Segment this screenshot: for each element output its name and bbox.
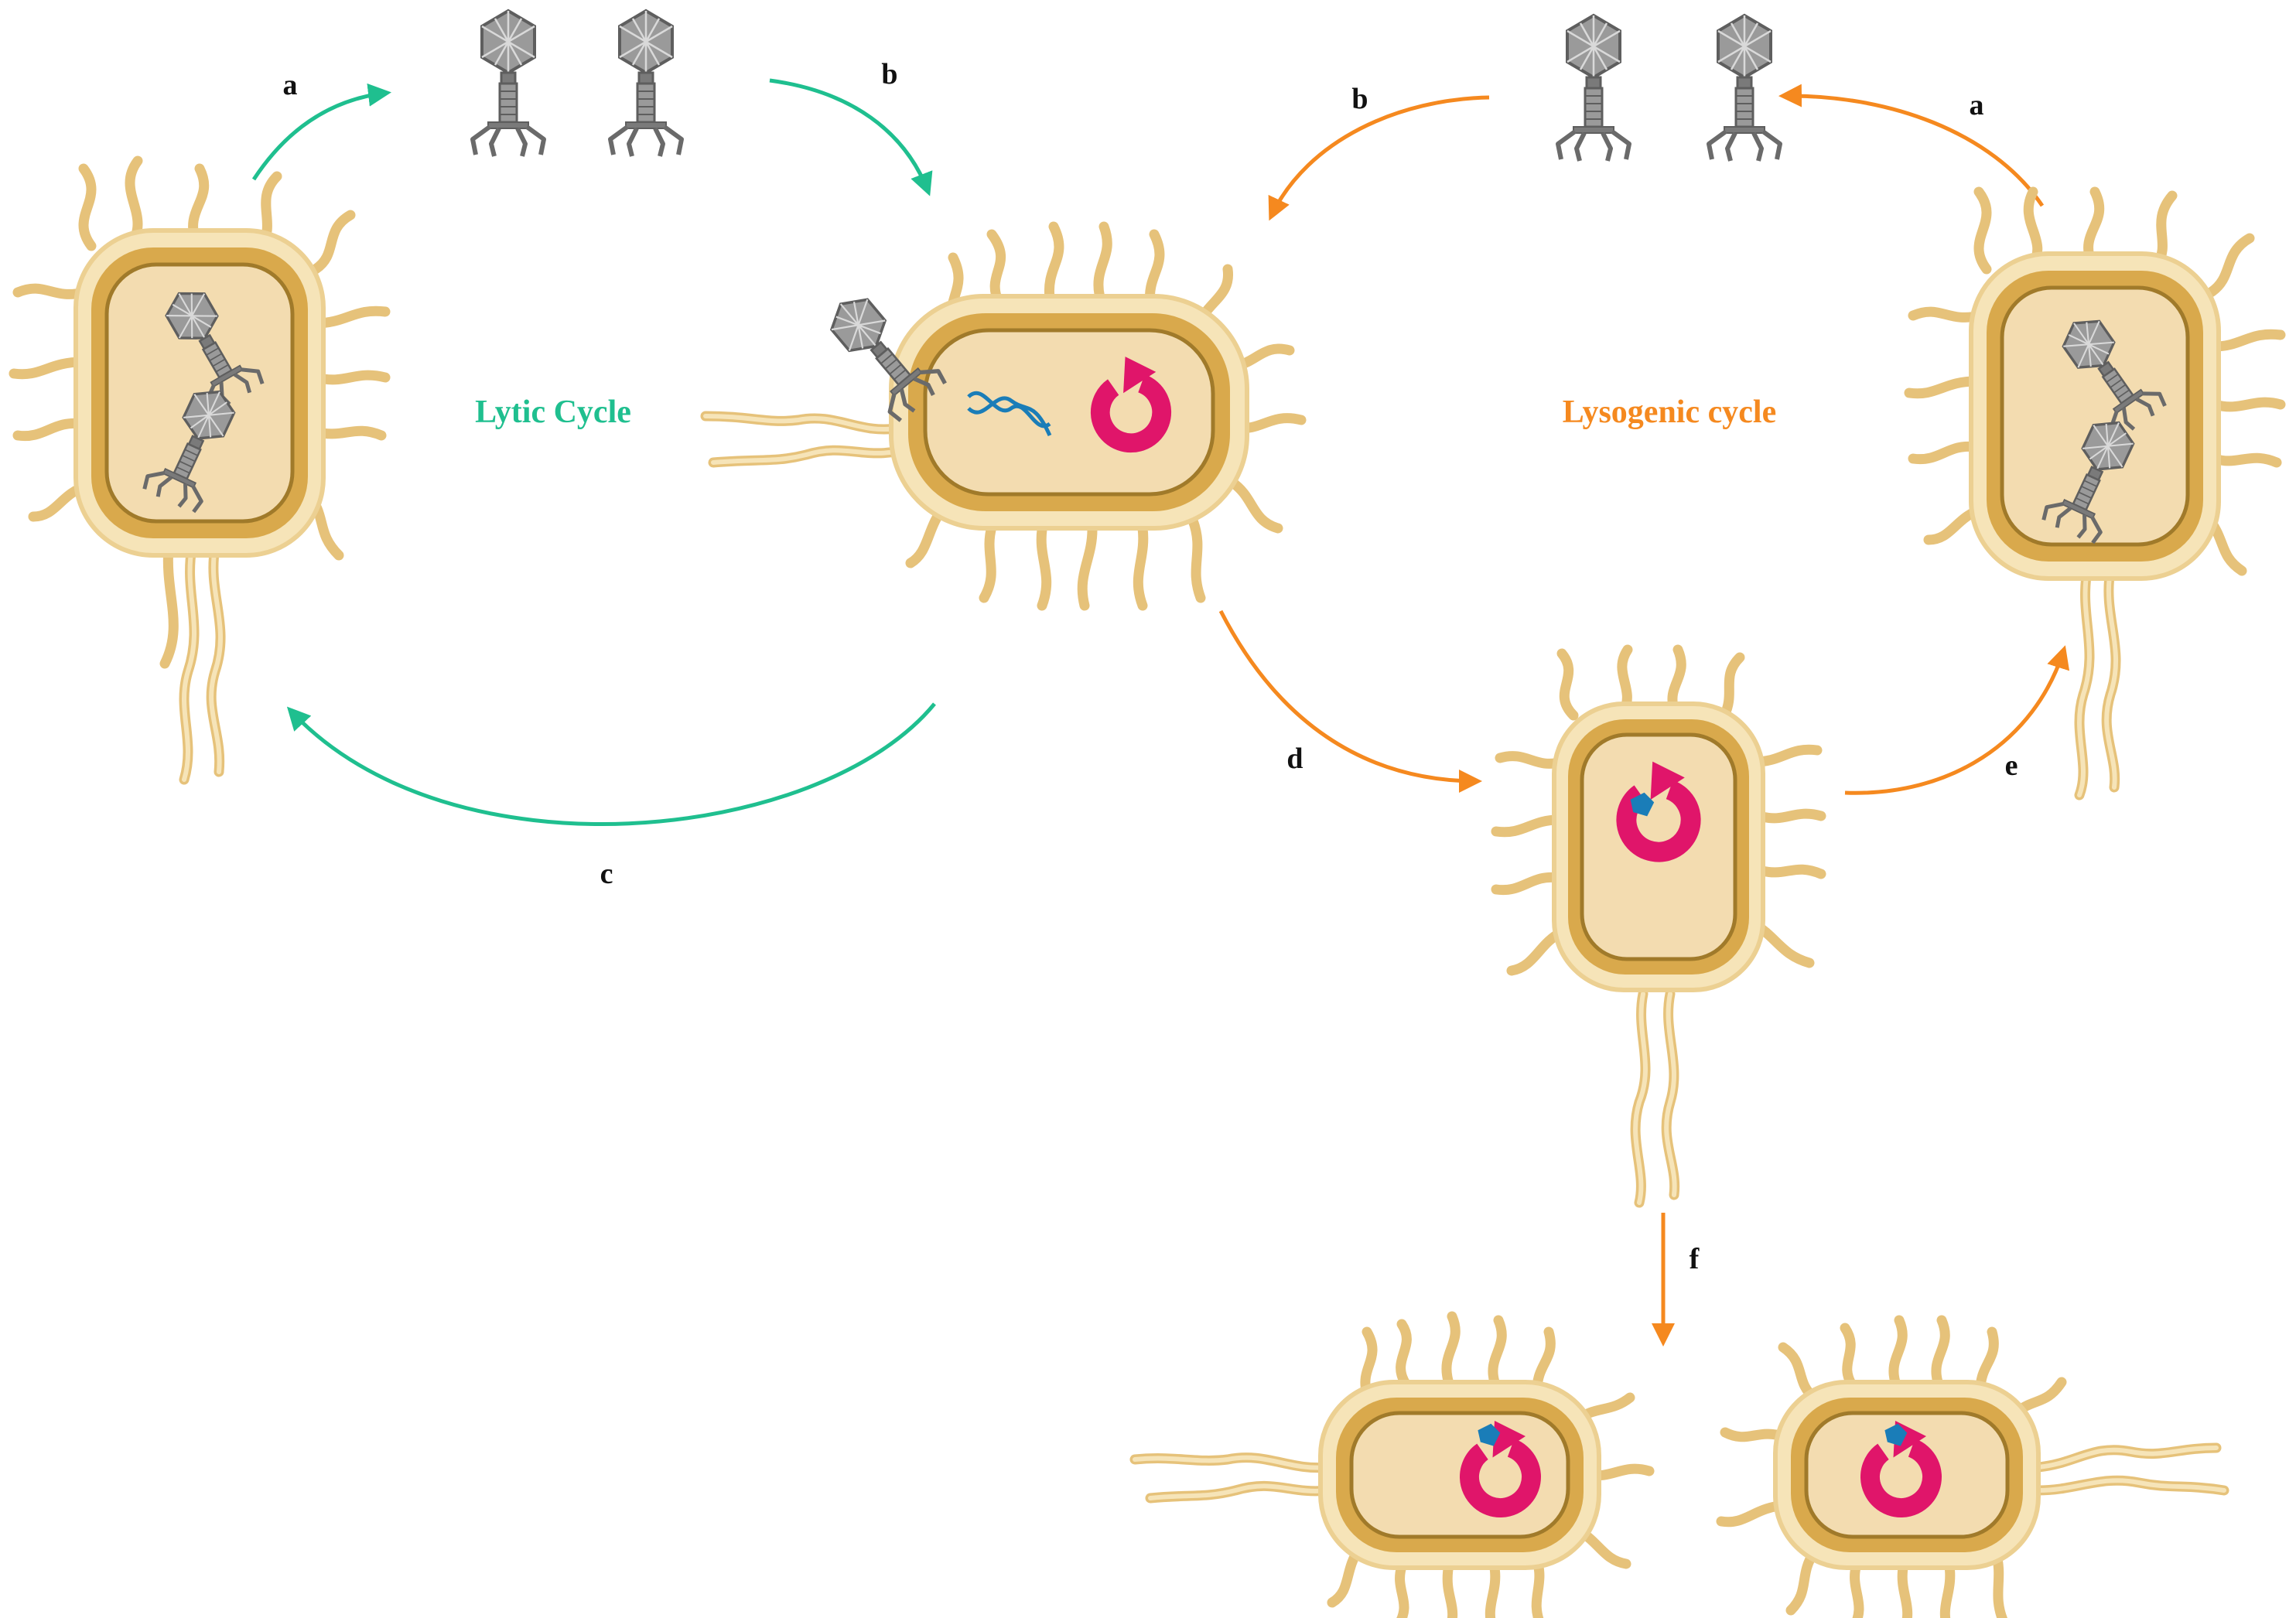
flagella xyxy=(1904,186,2286,800)
lysogenic-cycle-title: Lysogenic cycle xyxy=(1563,394,1776,430)
step-label-lyso-b: b xyxy=(1351,83,1368,115)
lyso-arrow-d xyxy=(1218,609,1482,793)
bacterium-lytic-burst xyxy=(9,155,391,785)
step-label-lyso-f: f xyxy=(1690,1243,1700,1275)
lyso-arrow-a xyxy=(1778,84,2045,207)
bacteriophage-icon xyxy=(473,11,544,156)
viral-dna-helix-icon xyxy=(967,391,1052,437)
bacterium-lysogen xyxy=(1491,644,1826,1208)
flagella xyxy=(9,155,391,785)
free-phages-lysogenic xyxy=(1558,15,1780,161)
lytic-arrow-c xyxy=(286,702,936,827)
bacterium-daughter-right xyxy=(1716,1315,2229,1618)
lyso-arrow-b xyxy=(1268,95,1490,221)
bacterium-lysogenic-burst xyxy=(1904,186,2286,800)
free-phages-lytic xyxy=(473,11,682,156)
step-label-lyso-a: a xyxy=(1970,89,1984,121)
lytic-arrow-b xyxy=(769,78,933,196)
flagella xyxy=(1716,1315,2229,1618)
step-label-lyso-d: d xyxy=(1286,742,1303,775)
step-label-lyso-e: e xyxy=(2005,749,2018,782)
bacterium-infected xyxy=(700,221,1307,611)
bacteriophage-icon xyxy=(1709,15,1780,161)
cytoplasm xyxy=(1804,1411,2010,1539)
bacteriophage-icon xyxy=(1558,15,1629,161)
bacteriophage-icon xyxy=(610,11,682,156)
lyso-arrow-e xyxy=(1844,645,2070,795)
lytic-cycle-title: Lytic Cycle xyxy=(475,394,631,430)
step-label-lytic-c: c xyxy=(600,858,613,890)
bacterium-daughter-left xyxy=(1129,1311,1655,1618)
lytic-arrow-a xyxy=(251,83,391,181)
cytoplasm xyxy=(2000,285,2190,547)
step-label-lytic-b: b xyxy=(881,58,897,90)
step-label-lytic-a: a xyxy=(283,69,298,101)
